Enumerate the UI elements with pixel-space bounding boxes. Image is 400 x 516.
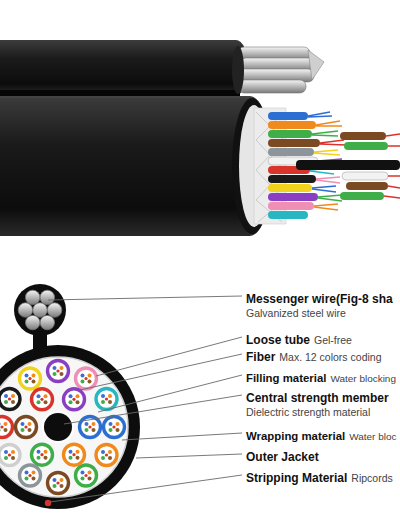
callout-row: Central strength member [246,388,389,406]
cable-cross-section [0,284,140,509]
cable-3d [0,40,400,236]
part-name: Wrapping material [246,430,345,442]
part-name: Filling material [246,372,326,384]
leader-lines [48,296,242,502]
part-note: Max. 12 colors coding [279,351,381,363]
callout-row: Wrapping material Water bloc [246,426,396,444]
part-note: Dielectric strength material [246,406,370,418]
part-name: Messenger wire(Fig-8 sha [246,292,393,306]
callout-row: Stripping Material Ripcords [246,468,393,486]
part-name: Loose tube [246,333,310,347]
part-note: Water blocking [330,373,396,384]
part-note: Galvanized steel wire [246,307,346,319]
callout-row: Fiber Max. 12 colors coding [246,347,381,365]
part-note: Water bloc [349,431,396,442]
part-name: Fiber [246,350,275,364]
part-note: Ripcords [351,472,392,484]
part-name: Stripping Material [246,471,347,485]
callout-row: Filling material Water blocking [246,368,396,386]
part-note: Gel-free [314,334,352,346]
callout-row: Dielectric strength material [246,402,370,420]
part-name: Central strength member [246,391,389,405]
callout-row: Galvanized steel wire [246,303,346,321]
part-name: Outer Jacket [246,450,319,464]
callout-row: Messenger wire(Fig-8 sha [246,289,393,307]
callout-row: Loose tube Gel-free [246,330,352,348]
callout-row: Outer Jacket [246,447,319,465]
